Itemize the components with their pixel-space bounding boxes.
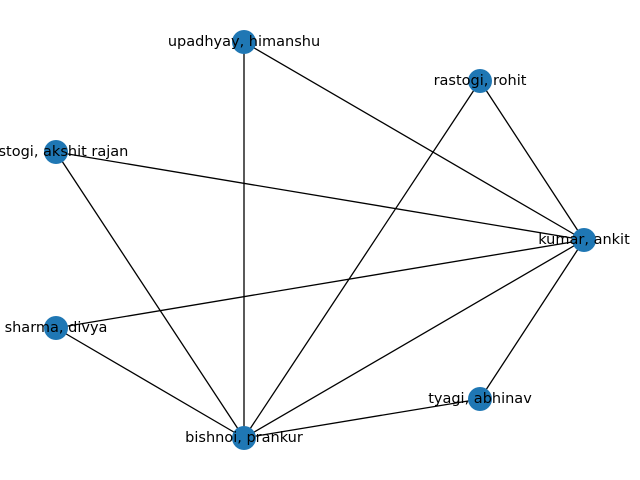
node-kumar [572,228,596,252]
edge-rastogi_rohit-bishnoi [243,80,481,439]
edge-sharma-bishnoi [55,327,245,439]
edge-upadhyay-kumar [243,41,585,241]
edge-kumar-tyagi [479,239,585,400]
node-rastogi_rohit [468,69,492,93]
edge-rastogi_akshit-bishnoi [55,151,245,439]
node-label-rastogi_akshit: rastogi, akshit rajan [0,144,128,160]
node-tyagi [468,387,492,411]
node-label-kumar: kumar, ankit [538,232,630,248]
graph-labels: kumar, ankit upadhyay, himanshu rastogi, r… [0,34,630,446]
node-label-upadhyay: upadhyay, himanshu [168,34,320,50]
node-label-rastogi_rohit: rastogi, rohit [434,73,527,89]
node-upadhyay [232,30,256,54]
graph-edges [55,41,585,439]
edge-rastogi_akshit-kumar [55,151,585,241]
node-label-bishnoi: bishnoi, prankur [185,430,303,446]
node-sharma [44,316,68,340]
edge-tyagi-bishnoi [243,398,481,439]
graph-nodes [44,30,596,450]
node-rastogi_akshit [44,140,68,164]
edge-kumar-bishnoi [243,239,585,439]
node-label-tyagi: tyagi, abhinav [428,391,532,407]
edge-sharma-kumar [55,239,585,329]
node-label-sharma: sharma, divya [5,320,108,336]
node-bishnoi [232,426,256,450]
edge-rastogi_rohit-kumar [479,80,585,241]
